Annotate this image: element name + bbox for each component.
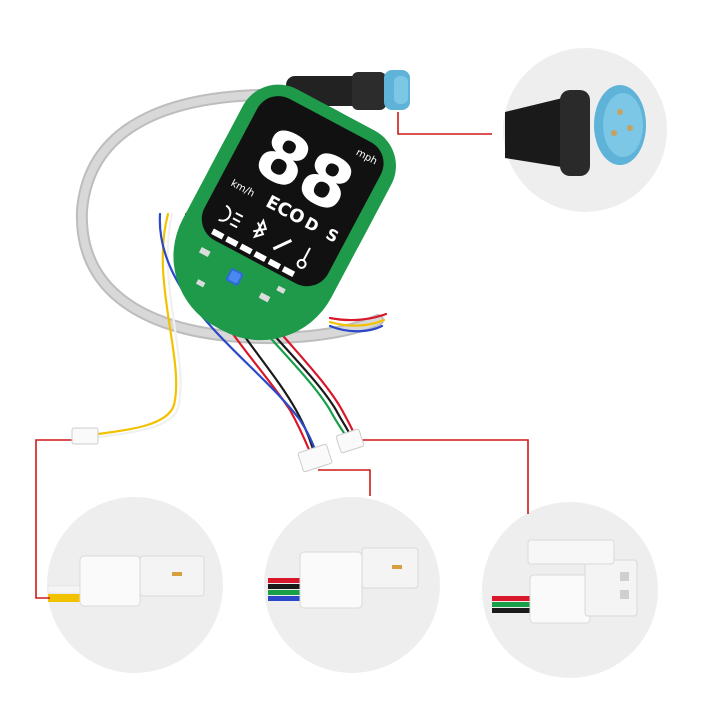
callout-lines xyxy=(35,112,529,599)
dashboard-pcb: 88 km/h mph ECO D S xyxy=(173,84,396,341)
small-connector-yellow xyxy=(71,427,99,445)
headlight-icon xyxy=(218,204,244,229)
thermometer-icon xyxy=(296,247,311,269)
pcb-components xyxy=(195,247,286,303)
zoom-circle-four-wire-connector xyxy=(264,497,440,673)
zoom-circle-main-connector xyxy=(503,48,667,212)
small-connector-three-wire xyxy=(335,428,365,454)
wrench-icon xyxy=(272,238,293,251)
zoom-circle-three-wire-connector xyxy=(482,502,658,678)
zoom-circle-yellow-connector xyxy=(47,497,223,673)
battery-segments xyxy=(211,228,296,278)
small-connector-four-wire xyxy=(297,443,333,473)
bluetooth-icon xyxy=(252,218,268,239)
grey-cable xyxy=(75,88,384,345)
